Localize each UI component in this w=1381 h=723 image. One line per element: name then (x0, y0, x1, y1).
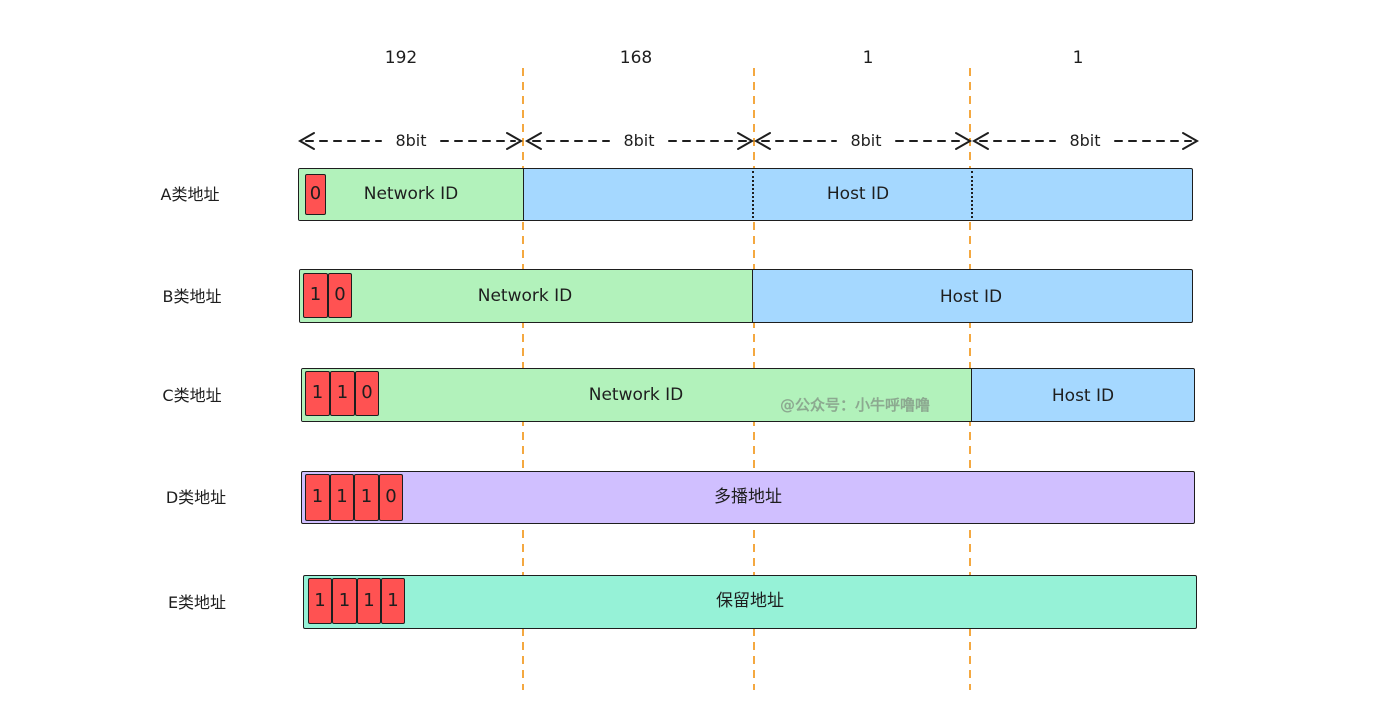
prefix-bit: 1 (381, 578, 405, 624)
row-label-class-c: C类地址 (162, 386, 222, 405)
bit-width-label: 8bit (623, 131, 655, 150)
address-bar-class-d (301, 471, 1195, 524)
host-id-label: Host ID (1051, 386, 1115, 406)
network-id-segment (300, 270, 753, 322)
network-id-label: Network ID (588, 385, 684, 405)
prefix-bit: 1 (308, 578, 332, 624)
host-id-label: Host ID (939, 287, 1003, 307)
network-id-label: Network ID (477, 286, 573, 306)
network-id-segment (302, 369, 972, 421)
address-bar-class-e (303, 575, 1197, 629)
network-id-label: Network ID (363, 184, 459, 204)
prefix-bit: 0 (328, 273, 352, 318)
octet-boundary-dotted (971, 171, 973, 218)
prefix-bit: 1 (330, 474, 354, 521)
prefix-bit: 0 (379, 474, 403, 521)
prefix-bit: 1 (305, 371, 330, 416)
prefix-bit: 1 (332, 578, 357, 624)
prefix-bit: 1 (303, 273, 328, 318)
octet-label: 1 (862, 48, 874, 68)
prefix-bit: 1 (305, 474, 330, 521)
reserved-label: 保留地址 (716, 591, 784, 611)
octet-boundary-dotted (752, 171, 754, 218)
row-label-class-a: A类地址 (160, 185, 220, 204)
octet-label: 1 (1072, 48, 1084, 68)
octet-label: 168 (619, 48, 653, 68)
prefix-bit: 1 (357, 578, 381, 624)
bit-width-label: 8bit (850, 131, 882, 150)
prefix-bit: 0 (305, 174, 326, 215)
prefix-bit: 1 (354, 474, 379, 521)
address-bar-class-b (299, 269, 1193, 323)
address-bar-class-a (298, 168, 1193, 221)
row-label-class-e: E类地址 (167, 593, 227, 612)
prefix-bit: 1 (330, 371, 355, 416)
octet-label: 192 (384, 48, 418, 68)
bit-width-label: 8bit (395, 131, 427, 150)
address-bar-class-c (301, 368, 1195, 422)
row-label-class-b: B类地址 (162, 287, 222, 306)
host-id-label: Host ID (826, 184, 890, 204)
bit-width-label: 8bit (1069, 131, 1101, 150)
network-id-segment (299, 169, 524, 220)
row-label-class-d: D类地址 (165, 488, 227, 507)
prefix-bit: 0 (355, 371, 379, 416)
watermark: @公众号：小牛呼噜噜 (779, 396, 930, 414)
multicast-label: 多播地址 (714, 487, 782, 507)
